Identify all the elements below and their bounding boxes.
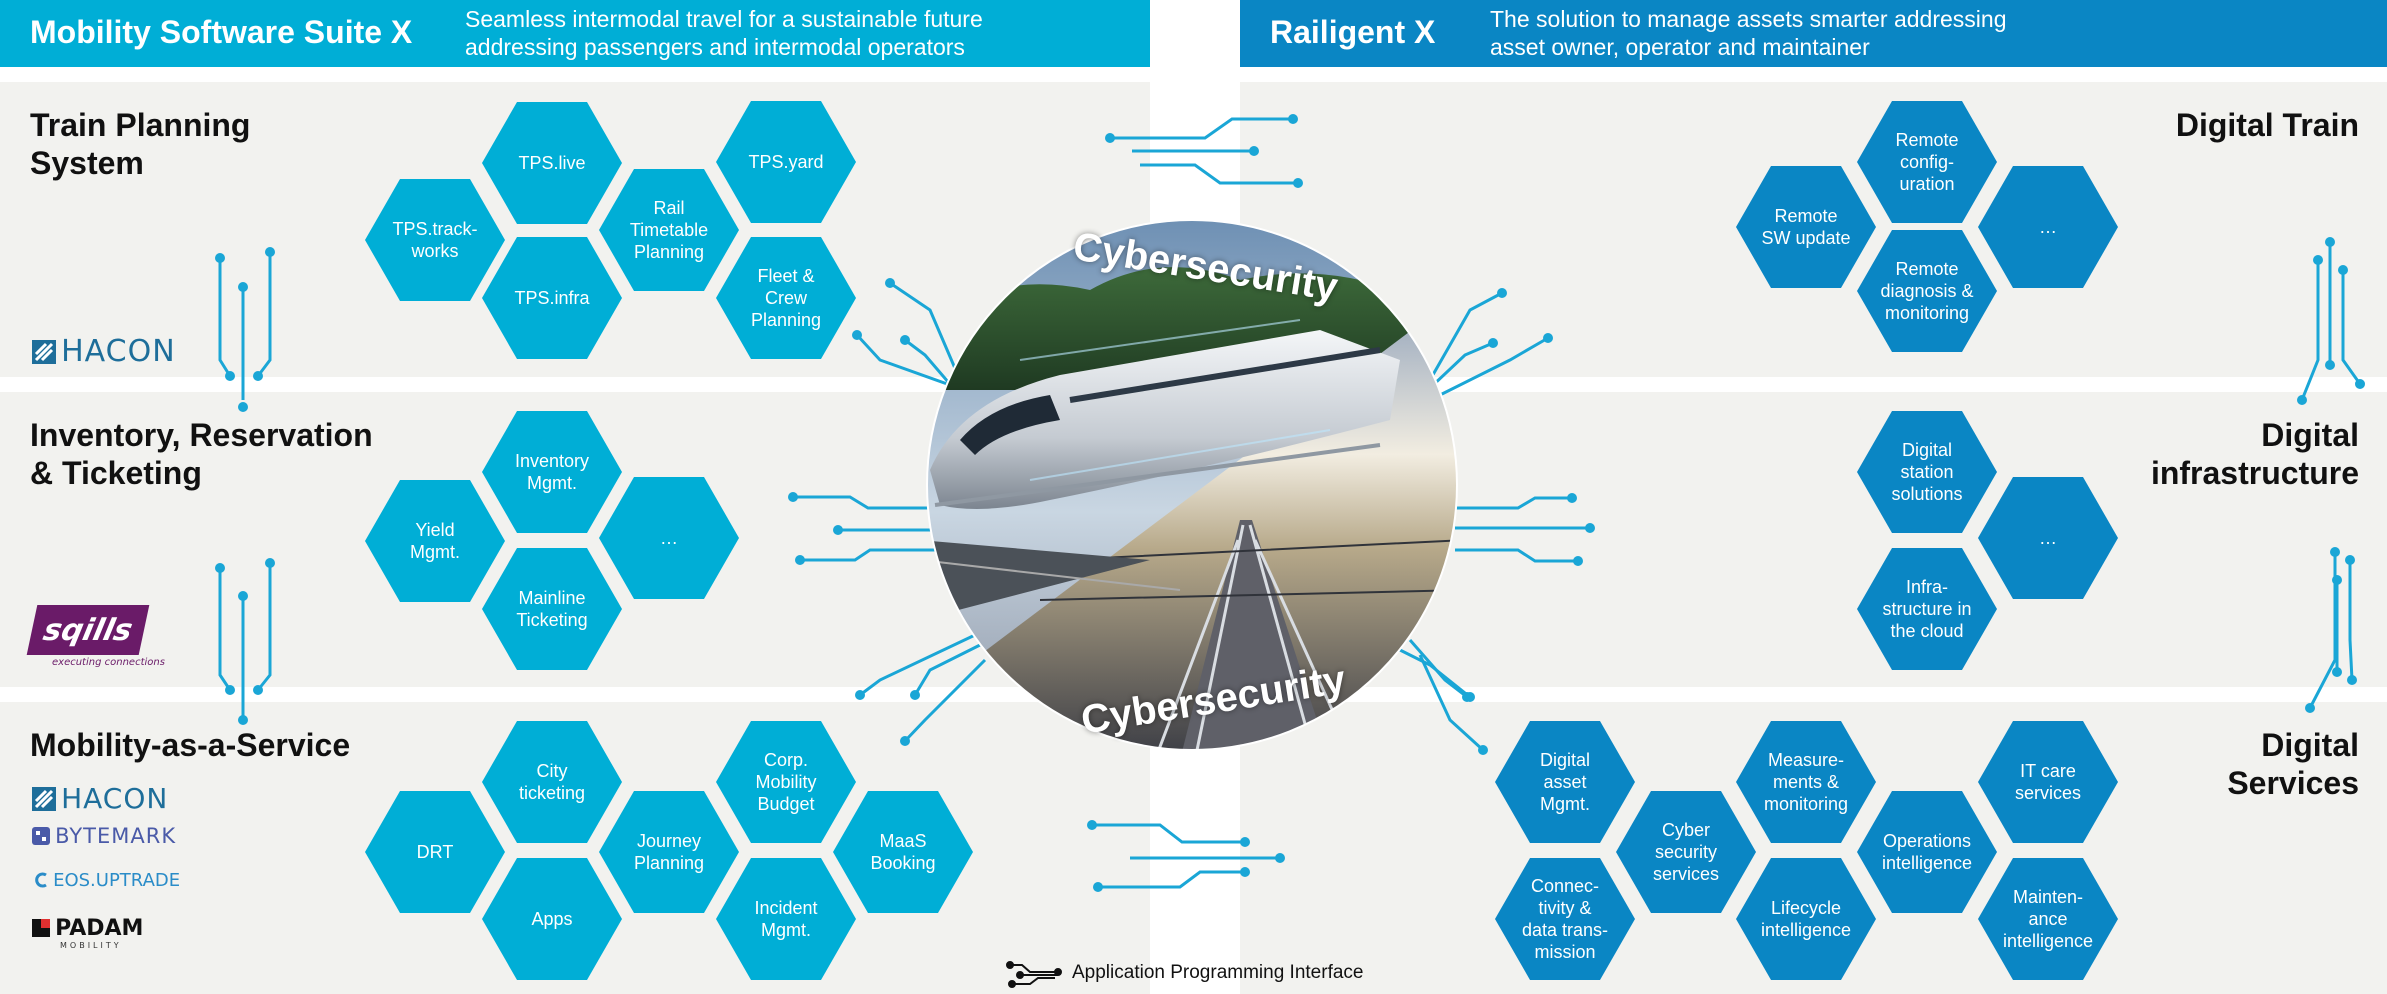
section-title-line: System [30,145,144,181]
padam-subtitle: MOBILITY [60,941,122,950]
eos-wordmark: EOS.UPTRADE [53,870,181,891]
section-digital-services: Digital Services [2227,726,2359,802]
right-header-title: Railigent X [1270,14,1436,50]
section-digital-infrastructure: Digital infrastructure [2151,416,2359,492]
eos-logo: EOS.UPTRADE [32,870,180,891]
right-subtitle-line1: The solution to manage assets smarter ad… [1490,6,2007,32]
sqills-tagline: executing connections [52,657,165,668]
api-legend-label: Application Programming Interface [1072,962,1364,983]
center-image [927,220,1457,750]
section-train-planning: Train Planning System [30,106,250,182]
hacon-wordmark: HACON [61,782,169,815]
section-digital-train: Digital Train [2176,106,2359,144]
section-title-line: infrastructure [2150,455,2359,491]
padam-mark-icon [32,919,50,937]
hex-connectivity[interactable]: Connec-tivity &data trans-mission [1495,858,1635,980]
section-title-line: Train Planning [30,107,251,143]
circuit-lines [218,117,2362,889]
sqills-logo: sqills executing connections [26,605,165,668]
left-header: Mobility Software Suite X Seamless inter… [0,0,1150,67]
left-header-subtitle: Seamless intermodal travel for a sustain… [465,5,983,61]
left-subtitle-line2: addressing passengers and intermodal ope… [465,34,965,60]
padam-logo: PADAM MOBILITY [32,916,143,950]
eos-mark-icon [35,872,47,888]
section-title-line: Digital [2261,417,2359,453]
left-header-title: Mobility Software Suite X [30,14,413,50]
section-title-line: Inventory, Reservation [30,417,373,453]
bytemark-mark-icon [32,827,50,845]
bytemark-logo: BYTEMARK [32,824,176,848]
hacon-wordmark: HACON [61,334,176,369]
circuit-nodes [215,114,2365,892]
hacon-mark-icon [32,787,56,811]
hacon-mark-icon [32,340,56,364]
section-title-line: & Ticketing [30,455,202,491]
right-subtitle-line2: asset owner, operator and maintainer [1490,34,1870,60]
hacon-logo: HACON [32,334,176,369]
section-title-line: Mobility-as-a-Service [30,727,351,763]
center-circle-border [926,219,1458,751]
padam-wordmark: PADAM [55,916,144,941]
bytemark-wordmark: BYTEMARK [55,824,177,848]
hacon-logo-2: HACON [32,782,168,815]
section-maas: Mobility-as-a-Service [30,726,350,764]
hex-tps-trackworks[interactable]: TPS.track-works [365,179,505,301]
left-subtitle-line1: Seamless intermodal travel for a sustain… [465,6,983,32]
section-inventory: Inventory, Reservation & Ticketing [30,416,373,492]
hex-measurements[interactable]: Measure-ments &monitoring [1736,721,1876,843]
right-header-subtitle: The solution to manage assets smarter ad… [1490,5,2007,61]
section-title-line: Digital [2261,727,2359,763]
section-title-line: Digital Train [2175,107,2359,143]
section-title-line: Services [2227,765,2359,801]
api-legend-icon [1006,961,1062,988]
right-header: Railigent X The solution to manage asset… [1240,0,2387,67]
